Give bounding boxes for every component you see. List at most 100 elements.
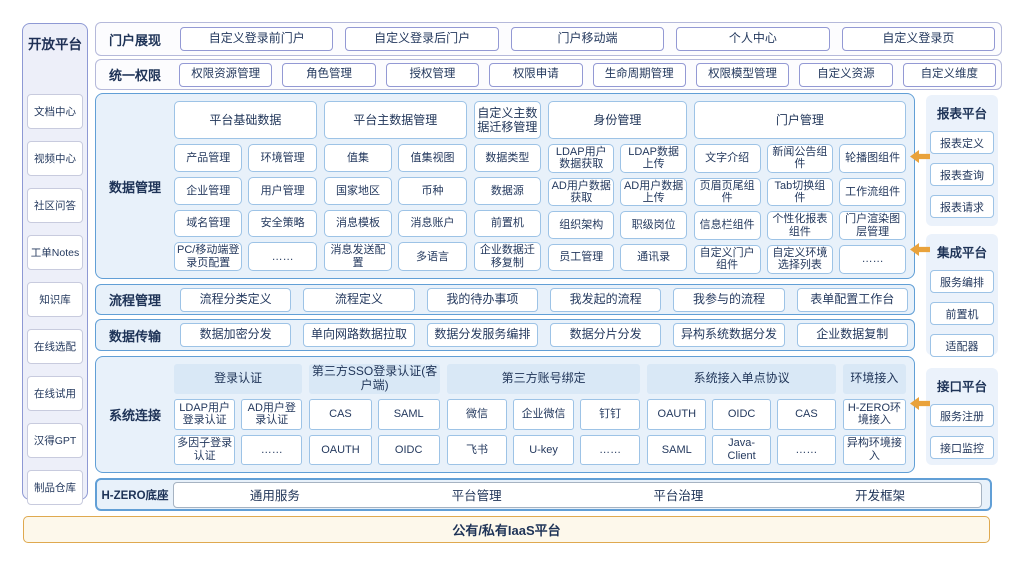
front-processor-button[interactable]: 前置机: [930, 302, 994, 325]
sidebar-item-hand-gpt[interactable]: 汉得GPT: [27, 423, 83, 458]
portal-mobile-button[interactable]: 门户移动端: [510, 27, 665, 51]
module-chip[interactable]: Java-Client: [712, 434, 772, 465]
module-chip[interactable]: 国家地区: [323, 176, 393, 205]
module-chip[interactable]: 个性化报表组件: [766, 211, 834, 240]
sidebar-item-artifact-repo[interactable]: 制品仓库: [27, 470, 83, 505]
dev-framework-label[interactable]: 开发框架: [855, 489, 906, 503]
module-chip[interactable]: 安全策略: [248, 209, 317, 238]
module-chip[interactable]: 多语言: [398, 242, 467, 271]
custom-prelogin-portal-button[interactable]: 自定义登录前门户: [180, 27, 334, 51]
module-chip[interactable]: U-key: [513, 434, 574, 465]
personal-center-button[interactable]: 个人中心: [676, 27, 830, 51]
custom-dimension-button[interactable]: 自定义维度: [902, 62, 996, 87]
permission-resource-button[interactable]: 权限资源管理: [179, 62, 273, 87]
module-chip[interactable]: 用户管理: [248, 176, 317, 205]
interface-monitoring-button[interactable]: 接口监控: [930, 436, 994, 459]
module-chip[interactable]: 数据源: [473, 176, 542, 205]
sidebar-item-knowledge-base[interactable]: 知识库: [27, 282, 83, 317]
module-chip[interactable]: CAS: [777, 399, 836, 430]
sidebar-item-ticket-notes[interactable]: 工单Notes: [27, 235, 83, 270]
process-definition-button[interactable]: 流程定义: [303, 287, 415, 312]
module-chip[interactable]: 飞书: [446, 434, 508, 465]
sidebar-item-online-trial[interactable]: 在线试用: [27, 376, 83, 411]
module-chip[interactable]: OIDC: [712, 399, 772, 430]
module-chip[interactable]: 值集视图: [398, 144, 467, 172]
sidebar-item-community-qa[interactable]: 社区问答: [27, 188, 83, 223]
module-chip[interactable]: 通讯录: [620, 243, 687, 271]
module-chip[interactable]: H-ZERO环境接入: [842, 399, 907, 430]
module-chip[interactable]: 页眉页尾组件: [693, 177, 761, 207]
module-chip[interactable]: CAS: [309, 399, 372, 430]
module-chip[interactable]: 钉钉: [579, 399, 641, 430]
module-chip[interactable]: 组织架构: [548, 211, 615, 239]
module-chip[interactable]: 工作流组件: [839, 177, 907, 207]
module-chip-more[interactable]: ……: [579, 434, 641, 465]
module-chip[interactable]: Tab切换组件: [766, 177, 834, 207]
module-chip[interactable]: 环境管理: [248, 144, 317, 172]
sidebar-item-video-center[interactable]: 视频中心: [27, 141, 83, 176]
enterprise-data-copy-button[interactable]: 企业数据复制: [796, 323, 908, 347]
module-chip[interactable]: 新闻公告组件: [766, 144, 834, 173]
module-chip[interactable]: AD用户数据上传: [620, 177, 687, 207]
module-chip[interactable]: OAUTH: [647, 399, 707, 430]
form-config-workbench-button[interactable]: 表单配置工作台: [796, 287, 908, 312]
module-chip[interactable]: 轮播图组件: [839, 144, 907, 173]
module-chip[interactable]: 自定义门户组件: [693, 244, 761, 274]
module-chip-more[interactable]: ……: [777, 434, 836, 465]
my-involved-flow-button[interactable]: 我参与的流程: [673, 287, 785, 312]
module-chip[interactable]: 企业管理: [174, 176, 243, 205]
module-chip[interactable]: 消息模板: [323, 209, 393, 238]
custom-resource-button[interactable]: 自定义资源: [799, 62, 893, 87]
authorization-button[interactable]: 授权管理: [385, 62, 480, 87]
module-chip[interactable]: 异构环境接入: [842, 434, 907, 465]
permission-request-button[interactable]: 权限申请: [489, 62, 583, 87]
role-management-button[interactable]: 角色管理: [282, 62, 376, 87]
my-todo-button[interactable]: 我的待办事项: [426, 287, 538, 312]
report-query-button[interactable]: 报表查询: [930, 163, 994, 186]
module-chip[interactable]: 产品管理: [174, 144, 243, 172]
platform-management-label[interactable]: 平台管理: [451, 489, 502, 503]
permission-model-button[interactable]: 权限模型管理: [695, 62, 790, 87]
module-chip-more[interactable]: ……: [241, 434, 303, 465]
oneway-network-pull-button[interactable]: 单向网路数据拉取: [303, 323, 415, 347]
common-services-label[interactable]: 通用服务: [249, 489, 300, 503]
module-chip[interactable]: 数据类型: [473, 144, 542, 172]
module-chip[interactable]: LDAP用户登录认证: [174, 399, 236, 430]
module-chip[interactable]: LDAP用户数据获取: [548, 144, 615, 173]
sidebar-item-online-config[interactable]: 在线选配: [27, 329, 83, 364]
module-chip[interactable]: 消息发送配置: [323, 242, 393, 271]
module-chip[interactable]: 门户渲染图层管理: [839, 211, 907, 240]
module-chip[interactable]: 职级岗位: [620, 211, 687, 239]
module-chip[interactable]: 微信: [446, 399, 508, 430]
module-chip[interactable]: SAML: [647, 434, 707, 465]
heterogeneous-distribution-button[interactable]: 异构系统数据分发: [673, 323, 785, 347]
encrypted-distribution-button[interactable]: 数据加密分发: [180, 323, 292, 347]
module-chip[interactable]: AD用户数据获取: [548, 177, 615, 207]
module-chip[interactable]: PC/移动端登录页配置: [174, 242, 243, 271]
process-category-button[interactable]: 流程分类定义: [180, 287, 292, 312]
module-chip-more[interactable]: ……: [248, 242, 317, 271]
custom-postlogin-portal-button[interactable]: 自定义登录后门户: [345, 27, 499, 51]
module-chip[interactable]: 值集: [323, 144, 393, 172]
report-request-button[interactable]: 报表请求: [930, 195, 994, 218]
service-orchestration-button[interactable]: 服务编排: [930, 270, 994, 293]
lifecycle-button[interactable]: 生命周期管理: [592, 62, 686, 87]
distribution-orchestration-button[interactable]: 数据分发服务编排: [426, 323, 538, 347]
module-chip[interactable]: 员工管理: [548, 243, 615, 271]
custom-login-page-button[interactable]: 自定义登录页: [841, 27, 996, 51]
module-chip[interactable]: 域名管理: [174, 209, 243, 238]
module-chip[interactable]: LDAP数据上传: [620, 144, 687, 173]
sharded-distribution-button[interactable]: 数据分片分发: [549, 323, 662, 347]
service-registration-button[interactable]: 服务注册: [930, 404, 994, 427]
module-chip[interactable]: 信息栏组件: [693, 211, 761, 240]
adapter-button[interactable]: 适配器: [930, 334, 994, 357]
module-chip[interactable]: OIDC: [377, 434, 440, 465]
module-chip[interactable]: 前置机: [473, 209, 542, 238]
report-definition-button[interactable]: 报表定义: [930, 131, 994, 154]
module-chip[interactable]: 币种: [398, 176, 467, 205]
module-chip[interactable]: 企业数据迁移复制: [473, 242, 542, 271]
module-chip[interactable]: SAML: [377, 399, 440, 430]
module-chip[interactable]: 多因子登录认证: [174, 434, 236, 465]
module-chip-more[interactable]: ……: [839, 244, 907, 274]
module-chip[interactable]: 企业微信: [513, 399, 574, 430]
